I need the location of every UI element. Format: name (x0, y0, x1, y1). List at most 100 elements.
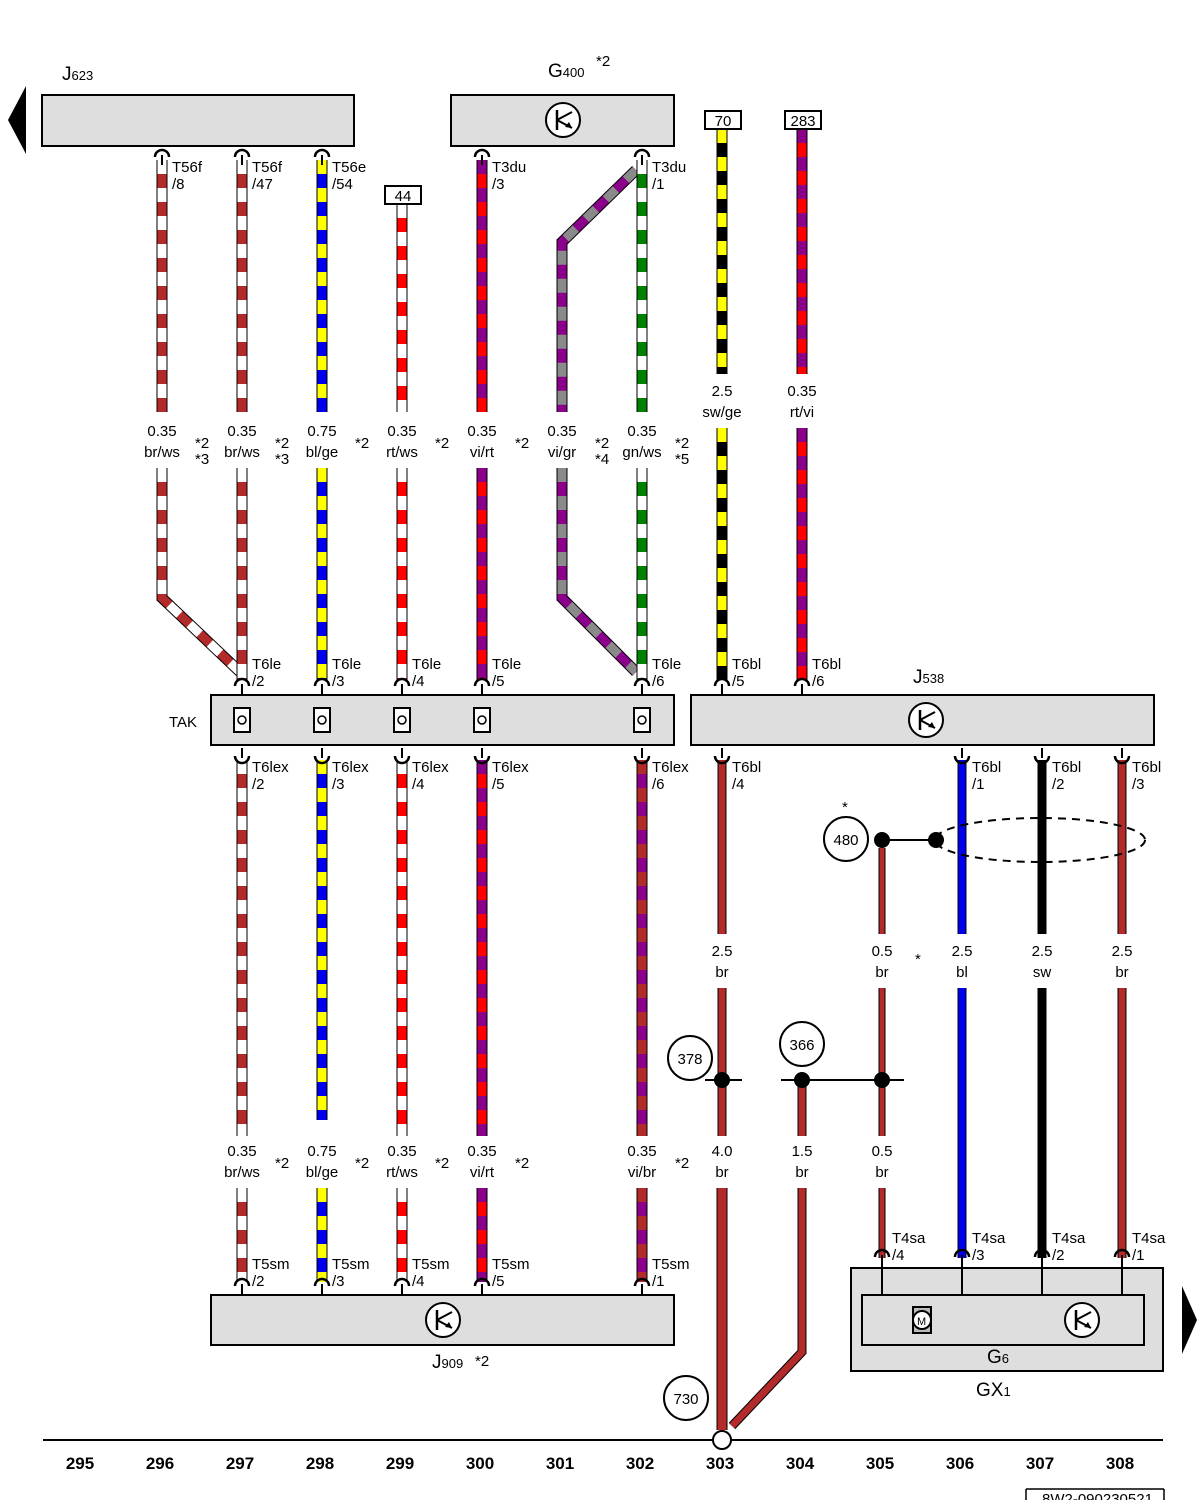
connector-label: T3du/3 (492, 159, 526, 193)
column-number: 296 (146, 1454, 174, 1473)
column-number: 302 (626, 1454, 654, 1473)
ref-box-44[interactable]: 44 (384, 185, 422, 205)
wire-size-label: 4.0 (712, 1143, 733, 1160)
connector-label: T4sa/3 (972, 1230, 1006, 1264)
wire-size-label: 0.75 (307, 423, 336, 440)
star-480: * (842, 799, 848, 816)
wire (557, 166, 640, 412)
pin-contact (233, 148, 251, 165)
connector-label: T6le/2 (252, 656, 281, 690)
pin-contact (633, 1277, 651, 1294)
wire-size-label: 0.35 (627, 423, 656, 440)
tak-contact-dot (637, 715, 647, 725)
wire-color-label: rt/ws (386, 444, 418, 461)
g400-label: G400 (548, 61, 584, 82)
pin-contact (713, 748, 731, 765)
connector-label: T6bl/5 (732, 656, 761, 690)
column-number: 307 (1026, 1454, 1054, 1473)
ref-480[interactable]: 480 (823, 816, 869, 862)
wire-size-label: 0.35 (467, 423, 496, 440)
pin-contact (313, 148, 331, 165)
wire-size-label: 0.35 (467, 1143, 496, 1160)
wire-note: *2 (675, 435, 689, 452)
wire-note: *2 (435, 1155, 449, 1172)
connector-label: T6bl/2 (1052, 759, 1081, 793)
wire-color-label: rt/ws (386, 1164, 418, 1181)
pin-contact (313, 1277, 331, 1294)
connector-label: T3du/1 (652, 159, 686, 193)
connector-label: T5sm/5 (492, 1256, 530, 1290)
tak-contact (313, 707, 331, 733)
wire-color-label: br (875, 1164, 888, 1181)
pin-contact (633, 748, 651, 765)
connector-label: T6le/3 (332, 656, 361, 690)
connector-label: T5sm/1 (652, 1256, 690, 1290)
wire-color-label: rt/vi (790, 404, 814, 421)
tak-contact (233, 707, 251, 733)
svg-text:480: 480 (833, 832, 858, 849)
wire-note: *2 (275, 435, 289, 452)
transistor-icon (424, 1301, 462, 1339)
pin-contact (233, 748, 251, 765)
pin-contact (473, 148, 491, 165)
wire-color-label: br (715, 964, 728, 981)
arrow-left-icon[interactable] (8, 86, 26, 154)
svg-text:44: 44 (395, 188, 412, 205)
wire-size-label: 0.5 (872, 1143, 893, 1160)
connector-label: T6bl/1 (972, 759, 1001, 793)
svg-text:378: 378 (677, 1051, 702, 1068)
pin-contact (473, 748, 491, 765)
pin-contact (393, 748, 411, 765)
connector-label: T6le/6 (652, 656, 681, 690)
tak-contact-dot (317, 715, 327, 725)
pin-contact (633, 148, 651, 165)
wire-size-label: 2.5 (952, 943, 973, 960)
wire-outline (556, 468, 640, 676)
wire-note: *2 (515, 1155, 529, 1172)
wire-size-label: 0.35 (627, 1143, 656, 1160)
wire-size-label: 0.35 (227, 1143, 256, 1160)
column-number: 300 (466, 1454, 494, 1473)
ref-box-70[interactable]: 70 (704, 110, 742, 130)
connector-label: T6lex/6 (652, 759, 689, 793)
ref-378[interactable]: 378 (667, 1035, 713, 1081)
column-number: 297 (226, 1454, 254, 1473)
wire-size-label: 2.5 (712, 943, 733, 960)
wire-note: *5 (675, 451, 689, 468)
pin-contact (393, 677, 411, 694)
wire-size-label: 0.35 (387, 423, 416, 440)
pin-contact (393, 1277, 411, 1294)
connector-label: T4sa/4 (892, 1230, 926, 1264)
wire-color-label: sw/ge (702, 404, 741, 421)
transistor-icon (1063, 1301, 1101, 1339)
wire-note: *2 (675, 1155, 689, 1172)
wire-size-label: 0.5 (872, 943, 893, 960)
wire-note: *2 (195, 435, 209, 452)
wire-note: *3 (195, 451, 209, 468)
pin-contact (153, 148, 171, 165)
ref-730[interactable]: 730 (663, 1375, 709, 1421)
wire-size-label: 2.5 (712, 383, 733, 400)
pin-contact (313, 677, 331, 694)
column-number: 298 (306, 1454, 334, 1473)
column-number: 305 (866, 1454, 894, 1473)
connector-label: T6lex/2 (252, 759, 289, 793)
connector-label: T6lex/4 (412, 759, 449, 793)
wire-color-label: vi/br (628, 1164, 656, 1181)
wire-note: *2 (595, 435, 609, 452)
svg-text:366: 366 (789, 1037, 814, 1054)
wire-color-label: br/ws (224, 444, 260, 461)
diagram-code: 8W2-090230521 (1042, 1491, 1153, 1500)
wire-size-label: 2.5 (1032, 943, 1053, 960)
arrow-right-icon[interactable] (1182, 1286, 1197, 1354)
wire-size-label: 1.5 (792, 1143, 813, 1160)
wire-note: *2 (435, 435, 449, 452)
wire-stripe (557, 166, 640, 412)
ref-box-283[interactable]: 283 (784, 110, 822, 130)
ref-366[interactable]: 366 (779, 1021, 825, 1067)
wire-color-label: vi/rt (470, 1164, 495, 1181)
wire-note: *2 (355, 1155, 369, 1172)
wire-color-label: br (1115, 964, 1128, 981)
wires-layer (156, 129, 1127, 1430)
j909-note: *2 (475, 1353, 489, 1370)
